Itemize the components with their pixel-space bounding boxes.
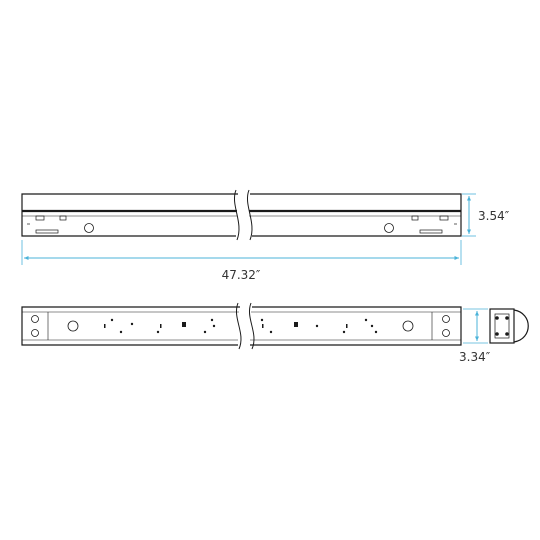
length-dimension: 47.32″ <box>21 240 462 282</box>
length-label: 47.32″ <box>222 268 261 282</box>
end-view <box>489 308 529 344</box>
height-label: 3.54″ <box>478 209 510 223</box>
width-label: 3.34″ <box>459 350 491 364</box>
bottom-view <box>21 302 462 350</box>
bottom-view-holes <box>104 318 378 334</box>
side-view <box>21 189 462 241</box>
height-dimension: 3.54″ <box>462 193 510 237</box>
width-dimension: 3.34″ <box>459 308 491 364</box>
